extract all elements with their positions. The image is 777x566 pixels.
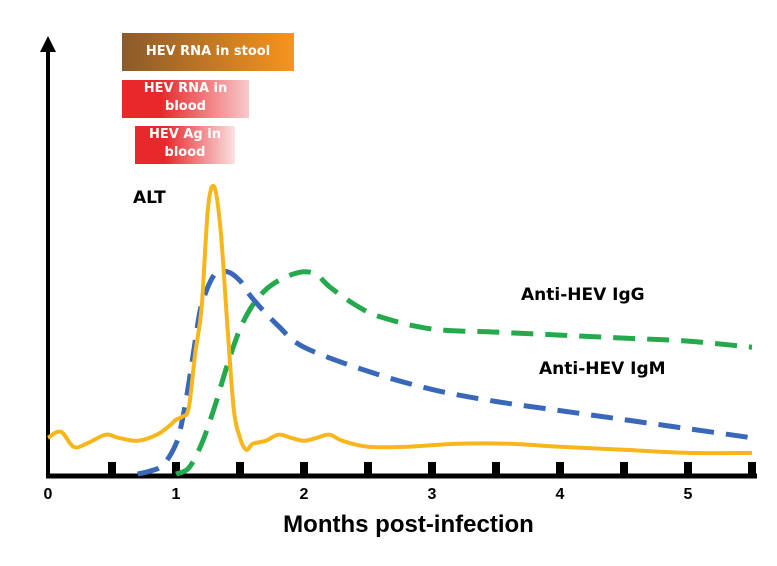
x-tick-mark	[684, 462, 692, 476]
anti-hev-igg-line	[174, 269, 753, 477]
x-tick-labels: 0 1 2 3 4 5	[44, 486, 693, 503]
hev-rna-blood-bar: HEV RNA in blood	[122, 80, 249, 118]
x-tick-mark	[236, 462, 244, 476]
x-tick-label: 0	[44, 486, 53, 503]
alt-series-label: ALT	[133, 188, 166, 208]
hev-rna-stool-label: HEV RNA in stool	[145, 44, 271, 59]
x-tick-label: 3	[428, 486, 437, 503]
x-tick-mark	[748, 462, 756, 476]
igg-series-label: Anti-HEV IgG	[521, 285, 645, 305]
x-tick-mark	[620, 462, 628, 476]
x-tick-mark	[300, 462, 308, 476]
x-tick-mark	[428, 462, 436, 476]
x-ticks	[108, 462, 756, 476]
hev-ag-blood-label-line2: blood	[164, 145, 206, 160]
x-axis-title: Months post-infection	[283, 511, 534, 538]
igm-series-label: Anti-HEV IgM	[539, 359, 666, 379]
x-tick-mark	[492, 462, 500, 476]
x-tick-label: 5	[684, 486, 693, 503]
x-tick-mark	[108, 462, 116, 476]
x-tick-mark	[364, 462, 372, 476]
hev-rna-blood-label-line1: HEV RNA in	[143, 81, 228, 96]
x-tick-label: 1	[172, 486, 181, 503]
x-tick-mark	[556, 462, 564, 476]
series-lines	[46, 183, 753, 477]
alt-line	[46, 183, 753, 456]
axes	[40, 36, 757, 479]
x-tick-label: 2	[300, 486, 309, 503]
y-axis-arrow	[40, 36, 56, 52]
hev-ag-blood-label-line1: HEV Ag in	[149, 127, 221, 142]
x-tick-label: 4	[556, 486, 565, 503]
hev-rna-stool-bar: HEV RNA in stool	[122, 33, 294, 71]
hev-ag-blood-bar: HEV Ag in blood	[135, 126, 235, 164]
x-tick-mark	[172, 462, 180, 476]
hev-rna-blood-label-line2: blood	[165, 99, 206, 114]
